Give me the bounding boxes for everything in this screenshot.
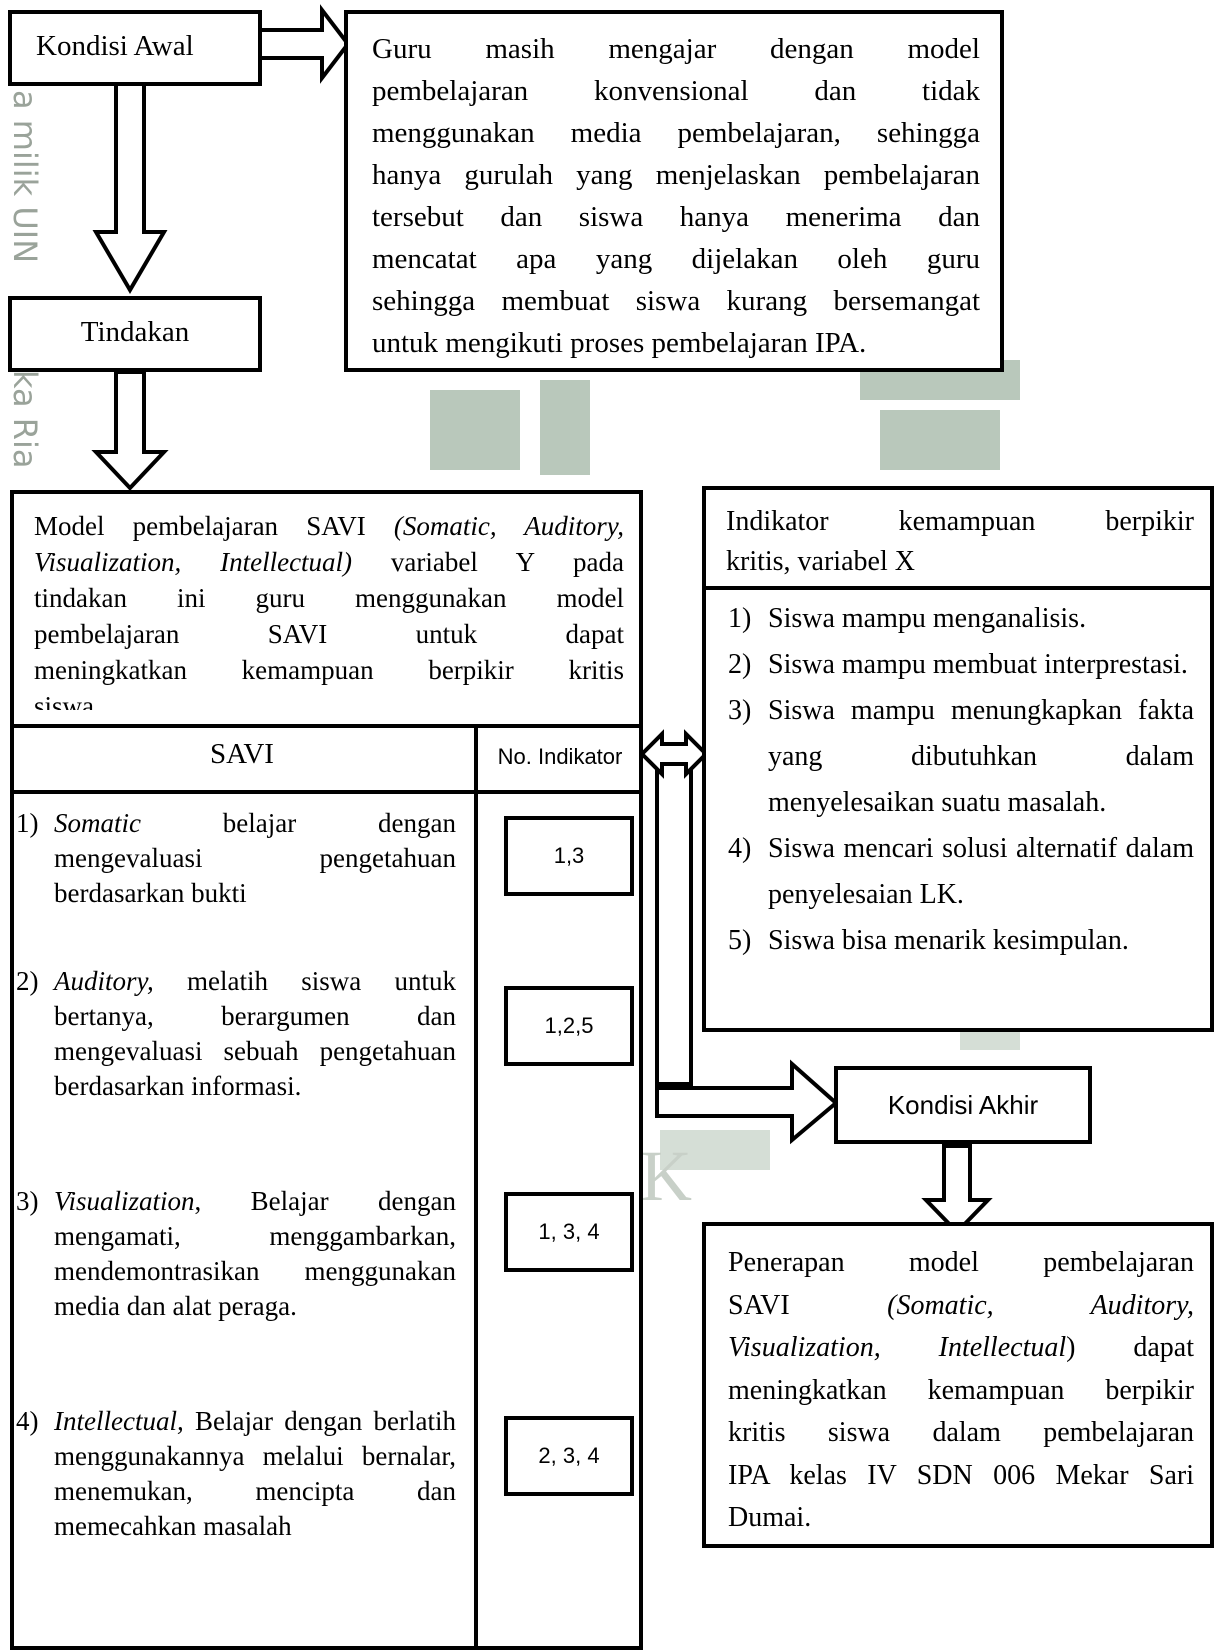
row-term: Somatic xyxy=(54,808,141,838)
akhir-line-3b: ) dapat xyxy=(1066,1332,1194,1363)
arrow-down-model xyxy=(91,370,169,491)
row-term: Auditory, xyxy=(54,966,154,996)
arrow-vertical-connector xyxy=(655,758,693,1086)
kondisi-awal-description: Guru masih mengajar dengan model pembelaj… xyxy=(344,10,1004,372)
awal-line: mencatat apa yang dijelakan oleh guru xyxy=(372,243,980,275)
table-row: 4) Intellectual, Belajar dengan berlatih … xyxy=(16,1404,456,1544)
watermark-block xyxy=(540,380,590,475)
awal-line-last: untuk mengikuti proses pembelajaran IPA. xyxy=(372,327,867,359)
kondisi-awal-box: Kondisi Awal xyxy=(8,10,262,86)
indikator-box: Indikator kemampuan berpikir kritis, var… xyxy=(702,486,1214,1032)
akhir-line-5: kritis siswa dalam pembelajaran xyxy=(728,1417,1194,1448)
row-description: belajar dengan mengevaluasi pengetahuan … xyxy=(54,808,456,908)
table-header-savi: SAVI xyxy=(210,738,274,770)
indikator-item-text: Siswa mampu membuat interprestasi. xyxy=(768,649,1188,680)
indikator-item: 5) Siswa bisa menarik kesimpulan. xyxy=(728,918,1194,964)
indicator-number: 1,2,5 xyxy=(544,1013,594,1038)
model-line-3: tindakan ini guru menggunakan model xyxy=(34,583,624,613)
akhir-line-7: Dumai. xyxy=(728,1502,812,1533)
indikator-list: 1) Siswa mampu menganalisis. 2) Siswa mampu… xyxy=(728,596,1194,964)
arrow-down-penerapan xyxy=(921,1144,993,1235)
watermark-block xyxy=(430,390,520,470)
indicator-number-box: 1, 3, 4 xyxy=(504,1192,634,1272)
table-row: 2) Auditory, melatih siswa untuk bertanya… xyxy=(16,964,456,1104)
watermark-block xyxy=(660,1130,770,1170)
row-term: Visualization xyxy=(54,1186,195,1216)
indicator-number-box: 1,2,5 xyxy=(504,986,634,1066)
indikator-title-line-1: Indikator kemampuan berpikir xyxy=(726,506,1194,537)
arrow-right-akhir xyxy=(655,1059,840,1145)
indicator-number-box: 1,3 xyxy=(504,816,634,896)
row-number: 3) xyxy=(16,1186,39,1216)
row-number: 2) xyxy=(16,966,39,996)
indikator-title-line-2: kritis, variabel X xyxy=(726,546,915,577)
penerapan-text: Penerapan model pembelajaran SAVI (Somat… xyxy=(728,1242,1194,1540)
model-line-2a: Visualization, Intellectual) xyxy=(34,547,353,577)
kondisi-akhir-box: Kondisi Akhir xyxy=(834,1066,1092,1144)
penerapan-box: Penerapan model pembelajaran SAVI (Somat… xyxy=(702,1222,1214,1548)
indikator-title: Indikator kemampuan berpikir kritis, var… xyxy=(726,502,1194,582)
tindakan-label: Tindakan xyxy=(80,316,190,348)
indicator-number-box: 2, 3, 4 xyxy=(504,1416,634,1496)
row-term: Intellectual, xyxy=(54,1406,184,1436)
akhir-line-2b: (Somatic, Auditory, xyxy=(887,1289,1195,1321)
akhir-line-1: Penerapan model pembelajaran xyxy=(728,1247,1194,1278)
indikator-item: 4) Siswa mencari solusi alternatif dalam … xyxy=(728,826,1194,918)
indikator-item: 1) Siswa mampu menganalisis. xyxy=(728,596,1194,642)
indikator-item-number: 3) xyxy=(728,695,752,726)
indikator-item-text: Siswa mencari solusi alternatif dalam pe… xyxy=(768,833,1194,910)
table-row: 3) Visualization, Belajar dengan mengamat… xyxy=(16,1184,456,1324)
awal-line: pembelajaran konvensional dan tidak xyxy=(372,75,980,107)
row-description: Belajar dengan berlatih menggunakannya m… xyxy=(54,1406,456,1541)
model-line-4: pembelajaran SAVI untuk dapat xyxy=(34,619,624,649)
awal-line: Guru masih mengajar dengan model xyxy=(372,33,980,65)
table-row: 1) Somatic belajar dengan mengevaluasi pe… xyxy=(16,806,456,911)
awal-line: menggunakan media pembelajaran, sehingga xyxy=(372,117,980,149)
row-number: 1) xyxy=(16,808,39,838)
arrow-down-tindakan xyxy=(92,82,168,294)
tindakan-box: Tindakan xyxy=(8,296,262,372)
arrow-right-awal xyxy=(258,4,351,84)
indikator-item-number: 5) xyxy=(728,925,752,956)
akhir-line-2a: SAVI xyxy=(728,1289,888,1321)
table-header-no-indikator: No. Indikator xyxy=(497,744,623,769)
model-savi-box: Model pembelajaran SAVI (Somatic, Audito… xyxy=(10,490,643,1650)
kondisi-awal-label: Kondisi Awal xyxy=(36,30,194,62)
indikator-item-number: 2) xyxy=(728,649,752,680)
awal-description-text: Guru masih mengajar dengan model pembelaj… xyxy=(372,28,980,364)
indikator-item: 2) Siswa mampu membuat interprestasi. xyxy=(728,642,1194,688)
awal-line: sehingga membuat siswa kurang bersemanga… xyxy=(372,285,980,317)
row-description: , Belajar dengan mengamati, menggambarka… xyxy=(54,1186,456,1321)
savi-table: SAVI No. Indikator 1) Somatic belajar den… xyxy=(14,724,639,1646)
model-line-1a: Model pembelajaran SAVI xyxy=(34,511,394,541)
indikator-item-text: Siswa mampu menganalisis. xyxy=(768,603,1087,634)
indicator-number: 1, 3, 4 xyxy=(538,1219,600,1244)
watermark-block xyxy=(880,410,1000,470)
row-description: melatih siswa untuk bertanya, berargumen… xyxy=(54,966,456,1101)
indikator-item-text: Siswa mampu menungkapkan fakta yang dibu… xyxy=(768,695,1194,818)
model-line-6: siswa. xyxy=(34,691,101,710)
indikator-item: 3) Siswa mampu menungkapkan fakta yang di… xyxy=(728,688,1194,826)
indikator-item-text: Siswa bisa menarik kesimpulan. xyxy=(768,925,1129,956)
akhir-line-3a: Visualization, Intellectual xyxy=(728,1332,1067,1363)
akhir-line-6: IPA kelas IV SDN 006 Mekar Sari xyxy=(728,1459,1194,1491)
model-line-5: meningkatkan kemampuan berpikir kritis xyxy=(34,655,624,685)
indikator-item-number: 1) xyxy=(728,603,752,634)
indicator-number: 2, 3, 4 xyxy=(538,1443,600,1468)
indicator-number: 1,3 xyxy=(553,843,585,868)
akhir-line-4: meningkatkan kemampuan berpikir xyxy=(728,1374,1194,1406)
row-number: 4) xyxy=(16,1406,39,1436)
awal-line: hanya gurulah yang menjelaskan pembelaja… xyxy=(372,159,980,191)
model-line-2b: variabel Y pada xyxy=(352,547,624,577)
model-description: Model pembelajaran SAVI (Somatic, Audito… xyxy=(34,508,624,710)
indikator-item-number: 4) xyxy=(728,833,752,864)
awal-line: tersebut dan siswa hanya menerima dan xyxy=(372,201,980,233)
model-line-1b: (Somatic, Auditory, xyxy=(393,511,624,541)
kondisi-akhir-label: Kondisi Akhir xyxy=(887,1090,1039,1120)
